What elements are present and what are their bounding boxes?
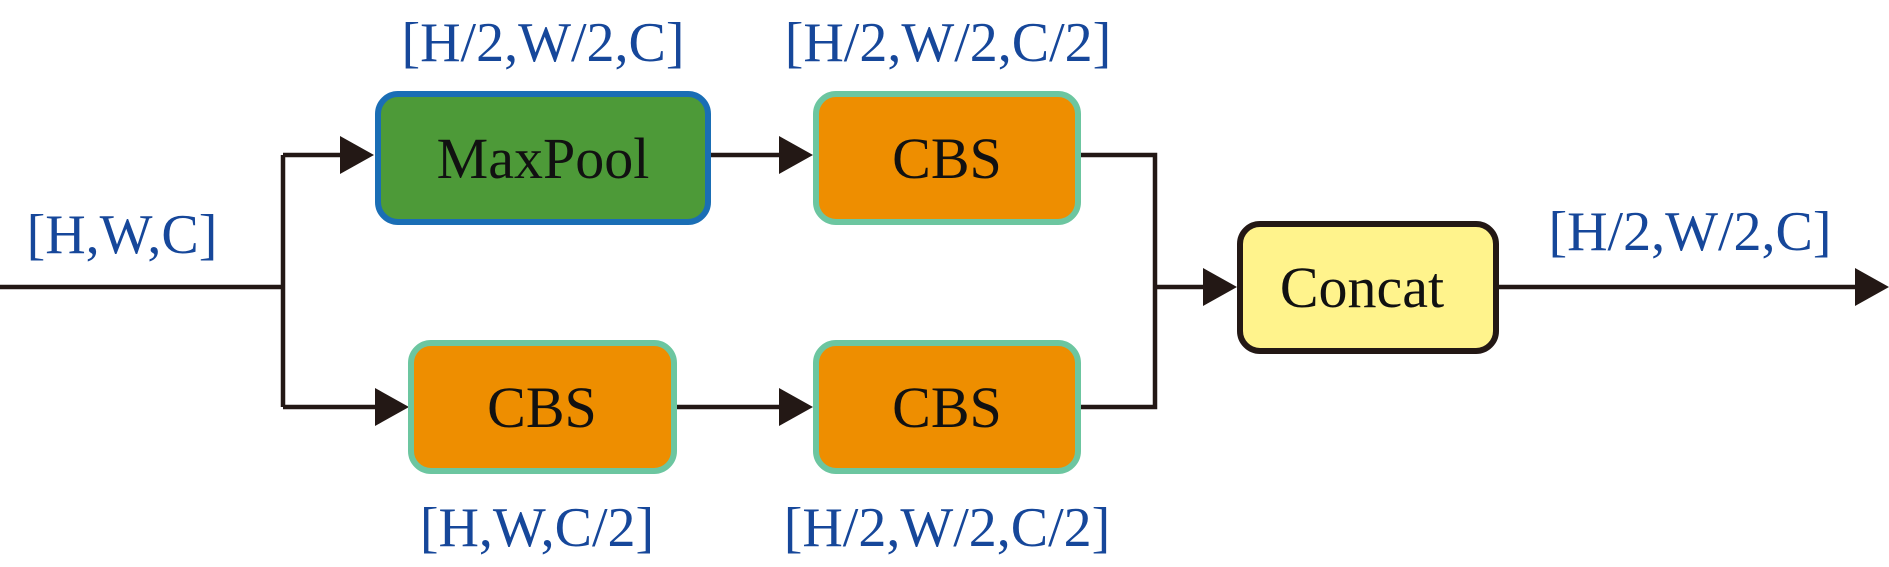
cbs-top-box	[813, 91, 1081, 225]
block-concat: Concat	[1237, 221, 1499, 354]
cbs-bottom2-label: CBS	[892, 375, 1002, 440]
cbs-bottom1-dim-label: [H,W,C/2]	[420, 497, 654, 559]
arrowheads	[340, 136, 1889, 426]
arrow-to-maxpool-icon	[340, 136, 374, 174]
block-maxpool: MaxPool	[375, 91, 711, 225]
maxpool-box	[375, 91, 711, 225]
block-cbs-bottom2: CBS	[813, 340, 1081, 474]
arrow-to-cbs-bottom1-icon	[375, 388, 409, 426]
maxpool-label: MaxPool	[437, 126, 650, 191]
arrow-to-concat-icon	[1203, 268, 1237, 306]
cbs-bottom1-box	[408, 340, 677, 474]
connectors	[0, 152, 1855, 410]
input-dim-label: [H,W,C]	[27, 204, 218, 266]
arrow-to-cbs-top-icon	[779, 136, 813, 174]
arrow-to-cbs-bottom2-icon	[779, 388, 813, 426]
block-cbs-bottom1: CBS	[408, 340, 677, 474]
concat-label: Concat	[1280, 255, 1444, 320]
cbs-top-label: CBS	[892, 126, 1002, 191]
cbs-bottom2-dim-label: [H/2,W/2,C/2]	[784, 497, 1111, 559]
dimension-labels: [H,W,C] [H/2,W/2,C] [H/2,W/2,C/2] [H,W,C…	[27, 12, 1832, 559]
cbs-bottom2-box	[813, 340, 1081, 474]
cbs-top-dim-label: [H/2,W/2,C/2]	[785, 12, 1112, 74]
output-dim-label: [H/2,W/2,C]	[1548, 201, 1831, 263]
merge-line	[1079, 152, 1158, 410]
cbs-bottom1-label: CBS	[487, 375, 597, 440]
concat-box	[1237, 221, 1499, 354]
maxpool-dim-label: [H/2,W/2,C]	[401, 12, 684, 74]
arrow-output-icon	[1855, 268, 1889, 306]
block-cbs-top: CBS	[813, 91, 1081, 225]
